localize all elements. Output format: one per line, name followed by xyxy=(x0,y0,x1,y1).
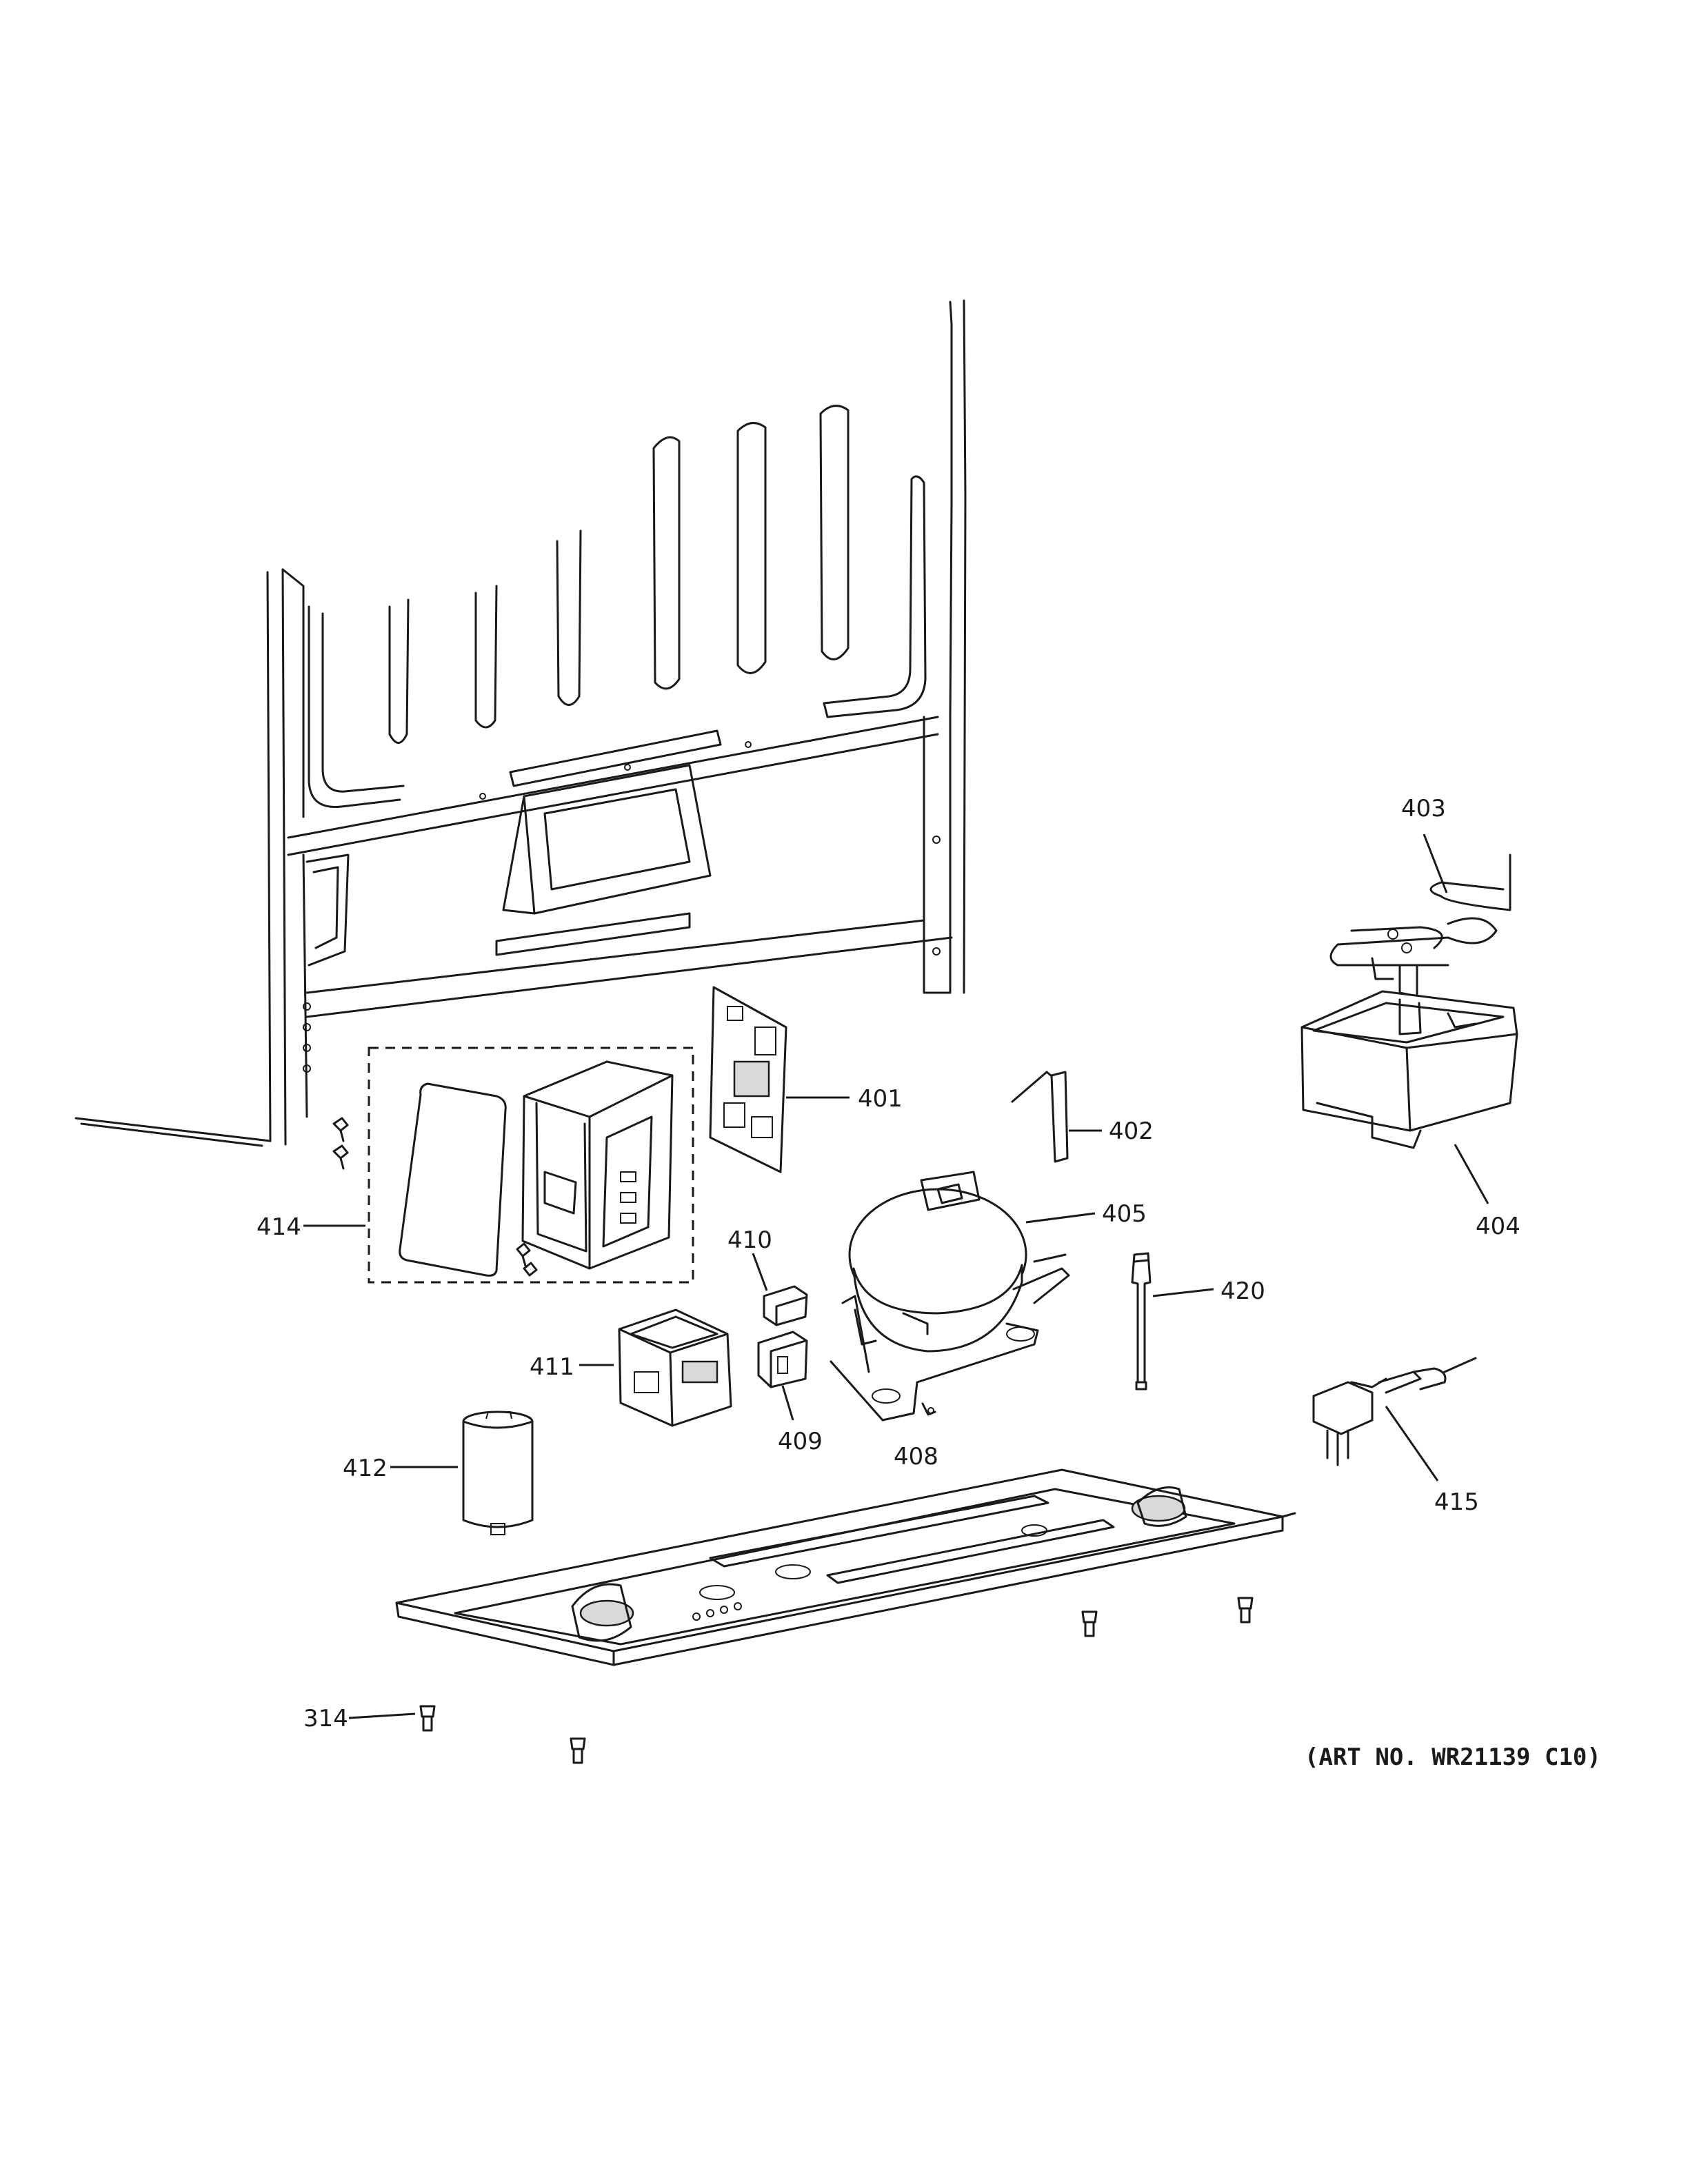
callout-402: 402 xyxy=(1109,1118,1154,1145)
callout-404: 404 xyxy=(1476,1213,1520,1240)
filter-drier xyxy=(1131,1252,1152,1391)
leader-405 xyxy=(1025,1212,1096,1224)
kit-boundary-box xyxy=(368,1046,694,1284)
leader-420 xyxy=(1152,1288,1214,1297)
leader-409 xyxy=(781,1385,794,1421)
power-cord xyxy=(1312,1357,1477,1466)
callout-410: 410 xyxy=(727,1226,772,1254)
electrical-box-cover xyxy=(399,1082,507,1277)
box-screws xyxy=(332,1117,538,1277)
overload-clip xyxy=(921,1402,936,1416)
cabinet-back-panel xyxy=(74,299,967,1147)
callout-408: 408 xyxy=(894,1443,938,1470)
callout-411: 411 xyxy=(530,1353,574,1381)
leader-410 xyxy=(752,1253,768,1291)
start-relay xyxy=(757,1331,808,1388)
callout-414: 414 xyxy=(257,1213,301,1241)
base-mounting-screws xyxy=(419,1597,1254,1764)
electrical-box xyxy=(521,1060,674,1270)
callout-314: 314 xyxy=(303,1705,348,1732)
callout-412: 412 xyxy=(343,1455,388,1482)
callout-405: 405 xyxy=(1102,1200,1147,1228)
drain-pan-heater xyxy=(1329,853,1511,998)
inverter-module xyxy=(618,1308,732,1427)
leader-404 xyxy=(1454,1144,1489,1204)
callout-401: 401 xyxy=(858,1085,903,1113)
drain-pan xyxy=(1300,990,1518,1149)
compressor xyxy=(830,1171,1070,1422)
callout-403: 403 xyxy=(1401,795,1446,822)
callout-409: 409 xyxy=(778,1428,823,1455)
callout-415: 415 xyxy=(1434,1488,1479,1516)
run-capacitor xyxy=(462,1410,534,1535)
callout-420: 420 xyxy=(1220,1277,1265,1305)
overload-protector xyxy=(763,1285,808,1326)
leader-403 xyxy=(1423,833,1448,893)
art-number: (ART NO. WR21139 C10) xyxy=(1305,1743,1601,1771)
leader-415 xyxy=(1385,1406,1439,1482)
compressor-base-pan xyxy=(395,1468,1296,1666)
leader-314 xyxy=(348,1712,416,1719)
control-board xyxy=(709,986,787,1173)
thermistor-sensor xyxy=(1011,1071,1069,1163)
